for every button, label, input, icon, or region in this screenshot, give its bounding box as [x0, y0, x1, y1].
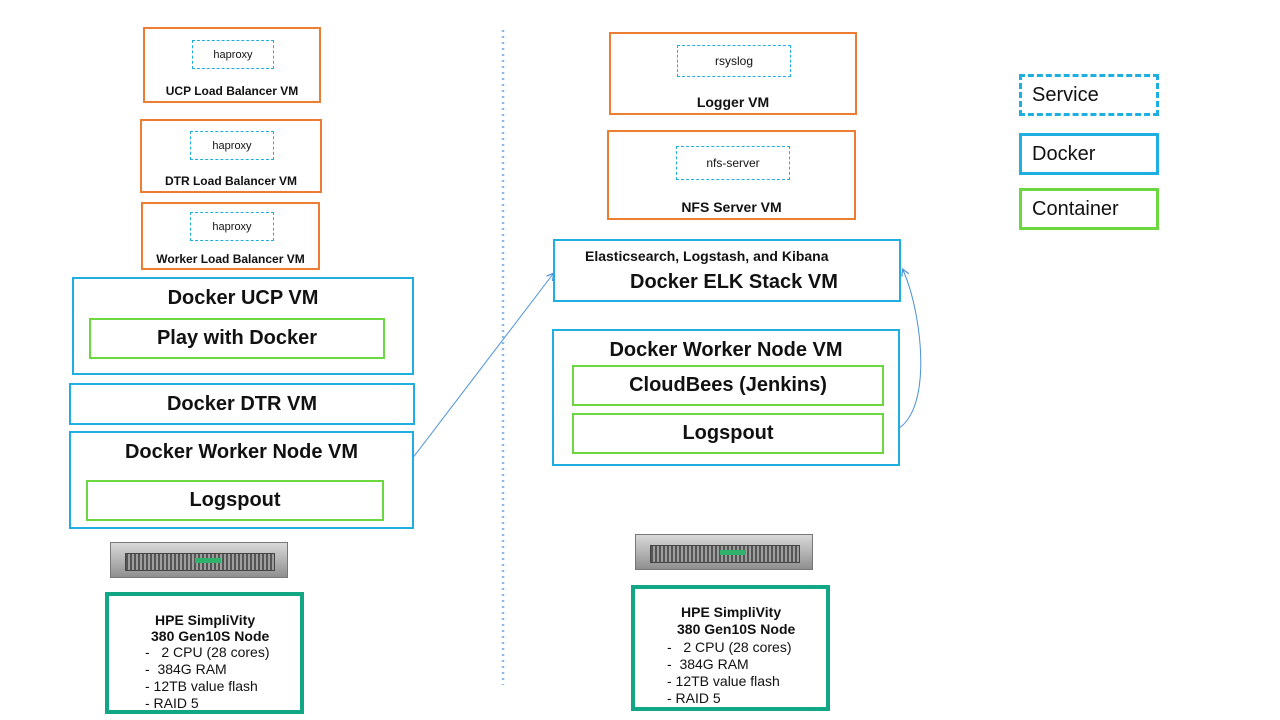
node-spec: - RAID 5 [145, 695, 199, 711]
vm-title: NFS Server VM [681, 199, 782, 215]
ucp-load-balancer-vm[interactable]: haproxy UCP Load Balancer VM [143, 27, 321, 103]
vm-title: Docker UCP VM [167, 287, 319, 309]
rsyslog-service: rsyslog [677, 45, 791, 77]
vm-title: Docker Worker Node VM [609, 339, 843, 361]
node-spec: - 12TB value flash [667, 673, 780, 689]
haproxy-service: haproxy [192, 40, 274, 69]
docker-worker-node-vm-left[interactable]: Docker Worker Node VM Logspout [69, 431, 414, 529]
vm-title: Docker DTR VM [166, 393, 318, 415]
node-spec: - 2 CPU (28 cores) [145, 644, 270, 660]
docker-worker-node-vm-right[interactable]: Docker Worker Node VM CloudBees (Jenkins… [552, 329, 900, 466]
node-title-line1: HPE SimpliVity [681, 604, 782, 620]
elk-subtitle: Elasticsearch, Logstash, and Kibana [585, 248, 829, 264]
legend-label: Service [1032, 83, 1099, 106]
server-icon [635, 534, 813, 570]
nfs-server-vm[interactable]: nfs-server NFS Server VM [607, 130, 856, 220]
node-title-line1: HPE SimpliVity [155, 612, 256, 628]
node-spec: - 384G RAM [667, 656, 749, 672]
legend-service: Service [1019, 74, 1159, 116]
node-spec: - 12TB value flash [145, 678, 258, 694]
docker-dtr-vm[interactable]: Docker DTR VM [69, 383, 415, 425]
logspout-container[interactable]: Logspout [572, 413, 884, 454]
vm-title: Docker Worker Node VM [124, 441, 359, 463]
worker-load-balancer-vm[interactable]: haproxy Worker Load Balancer VM [141, 202, 320, 270]
play-with-docker-container[interactable]: Play with Docker [89, 318, 385, 359]
nfs-server-service: nfs-server [676, 146, 790, 180]
cloudbees-jenkins-container[interactable]: CloudBees (Jenkins) [572, 365, 884, 406]
vm-title: DTR Load Balancer VM [164, 174, 298, 188]
vm-title: UCP Load Balancer VM [165, 84, 299, 98]
vm-title: Worker Load Balancer VM [156, 252, 305, 266]
server-status-light [195, 558, 221, 563]
docker-elk-stack-vm[interactable]: Elasticsearch, Logstash, and Kibana Dock… [553, 239, 901, 302]
legend-label: Docker [1032, 142, 1096, 165]
legend-docker: Docker [1019, 133, 1159, 175]
legend-label: Container [1032, 197, 1119, 220]
vm-title: Docker ELK Stack VM [630, 271, 838, 293]
node-title-line2: 380 Gen10S Node [151, 628, 270, 644]
simplivity-node-left[interactable]: HPE SimpliVity 380 Gen10S Node - 2 CPU (… [105, 592, 304, 714]
logspout-container[interactable]: Logspout [86, 480, 384, 521]
simplivity-node-right[interactable]: HPE SimpliVity 380 Gen10S Node - 2 CPU (… [631, 585, 830, 711]
node-spec: - 2 CPU (28 cores) [667, 639, 792, 655]
haproxy-service: haproxy [190, 212, 274, 241]
haproxy-service: haproxy [190, 131, 274, 160]
dtr-load-balancer-vm[interactable]: haproxy DTR Load Balancer VM [140, 119, 322, 193]
server-status-light [720, 550, 746, 555]
logger-vm[interactable]: rsyslog Logger VM [609, 32, 857, 115]
vm-title: Logger VM [696, 94, 770, 110]
legend-container: Container [1019, 188, 1159, 230]
node-spec: - 384G RAM [145, 661, 227, 677]
docker-ucp-vm[interactable]: Docker UCP VM Play with Docker [72, 277, 414, 375]
node-title-line2: 380 Gen10S Node [677, 621, 796, 637]
node-spec: - RAID 5 [667, 690, 721, 706]
server-icon [110, 542, 288, 578]
